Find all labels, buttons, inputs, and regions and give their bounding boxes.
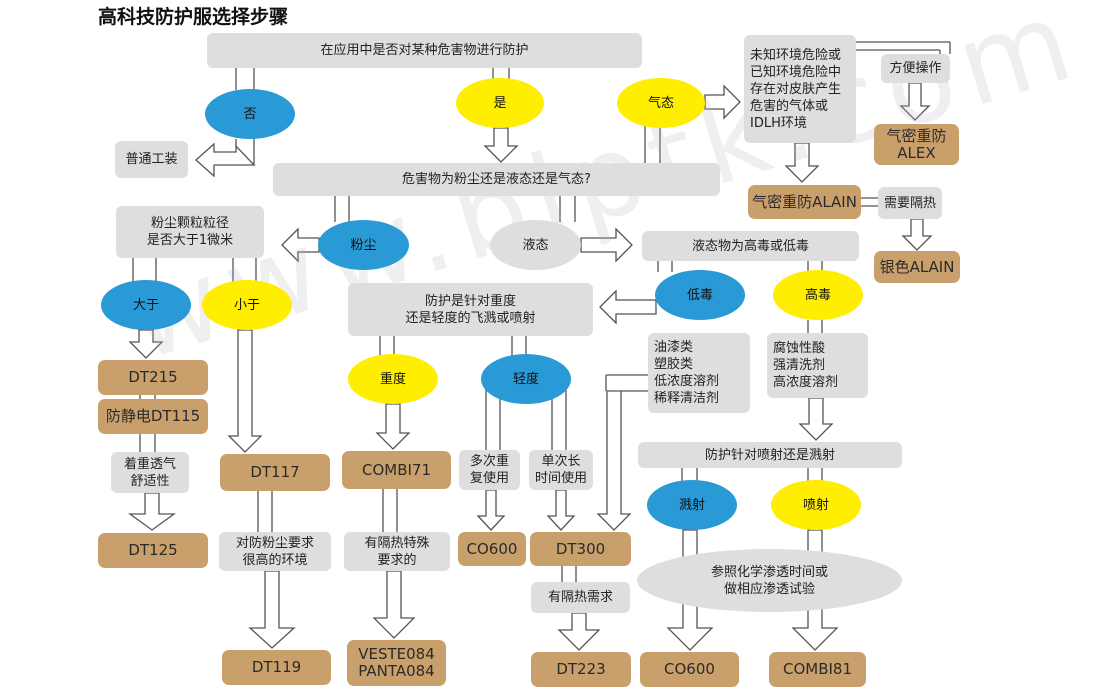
node-low-toxicity: 低毒 (655, 270, 745, 320)
arrow-smaller-to-dt117 (227, 329, 263, 453)
arrow-paints-to-dt300 (596, 390, 632, 531)
node-high-toxicity: 高毒 (773, 270, 863, 320)
product-veste084-panta084: VESTE084 PANTA084 (347, 640, 446, 686)
product-dt215: DT215 (98, 360, 208, 395)
product-dt125: DT125 (98, 533, 208, 568)
arrow-multi-to-co600 (476, 489, 506, 531)
arrow-no-to-ordinary (195, 142, 256, 178)
product-antistatic-dt115: 防静电DT115 (98, 399, 208, 434)
node-unknown-environment: 未知环境危险或 已知环境危险中 存在对皮肤产生 危害的气体或 IDLH环境 (744, 35, 856, 143)
arrow-heat-special-to-veste (372, 570, 416, 639)
product-combi71: COMBI71 (342, 451, 451, 489)
product-dt300: DT300 (530, 532, 631, 566)
arrow-heat-need-to-dt223 (557, 612, 601, 651)
page-title: 高科技防护服选择步骤 (98, 6, 289, 28)
product-dt119: DT119 (222, 650, 331, 685)
arrow-env-to-dt119 (248, 570, 296, 649)
product-co600-splash: CO600 (640, 652, 739, 687)
arrow-heat-to-silver (901, 218, 933, 251)
arrow-heavy-to-combi71 (375, 403, 411, 450)
node-corrosive-acids: 腐蚀性酸 强清洗剂 高浓度溶剂 (767, 333, 868, 398)
node-dust: 粉尘 (318, 220, 409, 270)
arrow-liquid-to-toxicity (580, 227, 633, 263)
question-liquid-toxicity: 液态物为高毒或低毒 (642, 231, 859, 261)
node-heavy: 重度 (348, 354, 438, 404)
product-alain: 气密重防ALAIN (748, 185, 861, 219)
question-apply: 在应用中是否对某种危害物进行防护 (207, 33, 642, 68)
node-smaller: 小于 (202, 280, 292, 330)
node-breathability: 着重透气 舒适性 (111, 452, 189, 493)
arrow-low-to-heavy-light (599, 289, 657, 325)
node-bigger: 大于 (101, 280, 191, 330)
node-light: 轻度 (481, 354, 571, 404)
node-high-dust-requirement: 对防粉尘要求 很高的环境 (219, 532, 331, 571)
node-no: 否 (205, 89, 295, 139)
node-spray: 喷射 (771, 480, 861, 530)
question-heavy-or-light: 防护是针对重度 还是轻度的飞溅或喷射 (348, 283, 593, 336)
arrow-long-to-dt300 (546, 489, 576, 531)
question-particle-size: 粉尘颗粒粒径 是否大于1微米 (116, 206, 264, 258)
node-ordinary-workwear: 普通工装 (115, 141, 188, 178)
node-yes: 是 (456, 78, 544, 128)
arrow-convenient-to-alex (899, 82, 931, 121)
node-need-heat-insulation: 需要隔热 (878, 187, 942, 219)
arrow-corrosive-to-spray-splash (798, 397, 834, 441)
arrow-breath-to-dt125 (128, 492, 176, 531)
question-hazard-state: 危害物为粉尘还是液态还是气态? (273, 163, 720, 196)
product-co600-light: CO600 (458, 532, 526, 566)
arrow-dust-to-particle (281, 227, 320, 263)
node-heat-special-requirement: 有隔热特殊 要求的 (344, 532, 450, 571)
node-multiple-use: 多次重 复使用 (459, 450, 520, 490)
node-convenient-operation: 方便操作 (881, 54, 950, 83)
product-alex: 气密重防 ALEX (874, 124, 959, 165)
question-spray-or-splash: 防护针对喷射还是溅射 (638, 442, 902, 468)
product-dt223: DT223 (531, 652, 631, 687)
node-splash: 溅射 (647, 480, 737, 530)
product-combi81: COMBI81 (769, 652, 866, 687)
arrow-unknown-to-alain (784, 142, 820, 183)
product-dt117: DT117 (220, 454, 330, 491)
node-heat-requirement: 有隔热需求 (531, 582, 630, 613)
node-liquid: 液态 (490, 220, 581, 270)
node-reference-permeation: 参照化学渗透时间或 做相应渗透试验 (637, 549, 902, 612)
node-gas-top: 气态 (617, 78, 705, 128)
product-silver-alain: 银色ALAIN (874, 251, 960, 283)
arrow-gas-to-unknown (704, 84, 741, 120)
node-paints-solvents: 油漆类 塑胶类 低浓度溶剂 稀释清洁剂 (648, 333, 750, 413)
arrow-bigger-to-dt215 (128, 329, 164, 359)
node-single-long-use: 单次长 时间使用 (529, 450, 593, 490)
arrow-yes-to-state (483, 127, 519, 163)
